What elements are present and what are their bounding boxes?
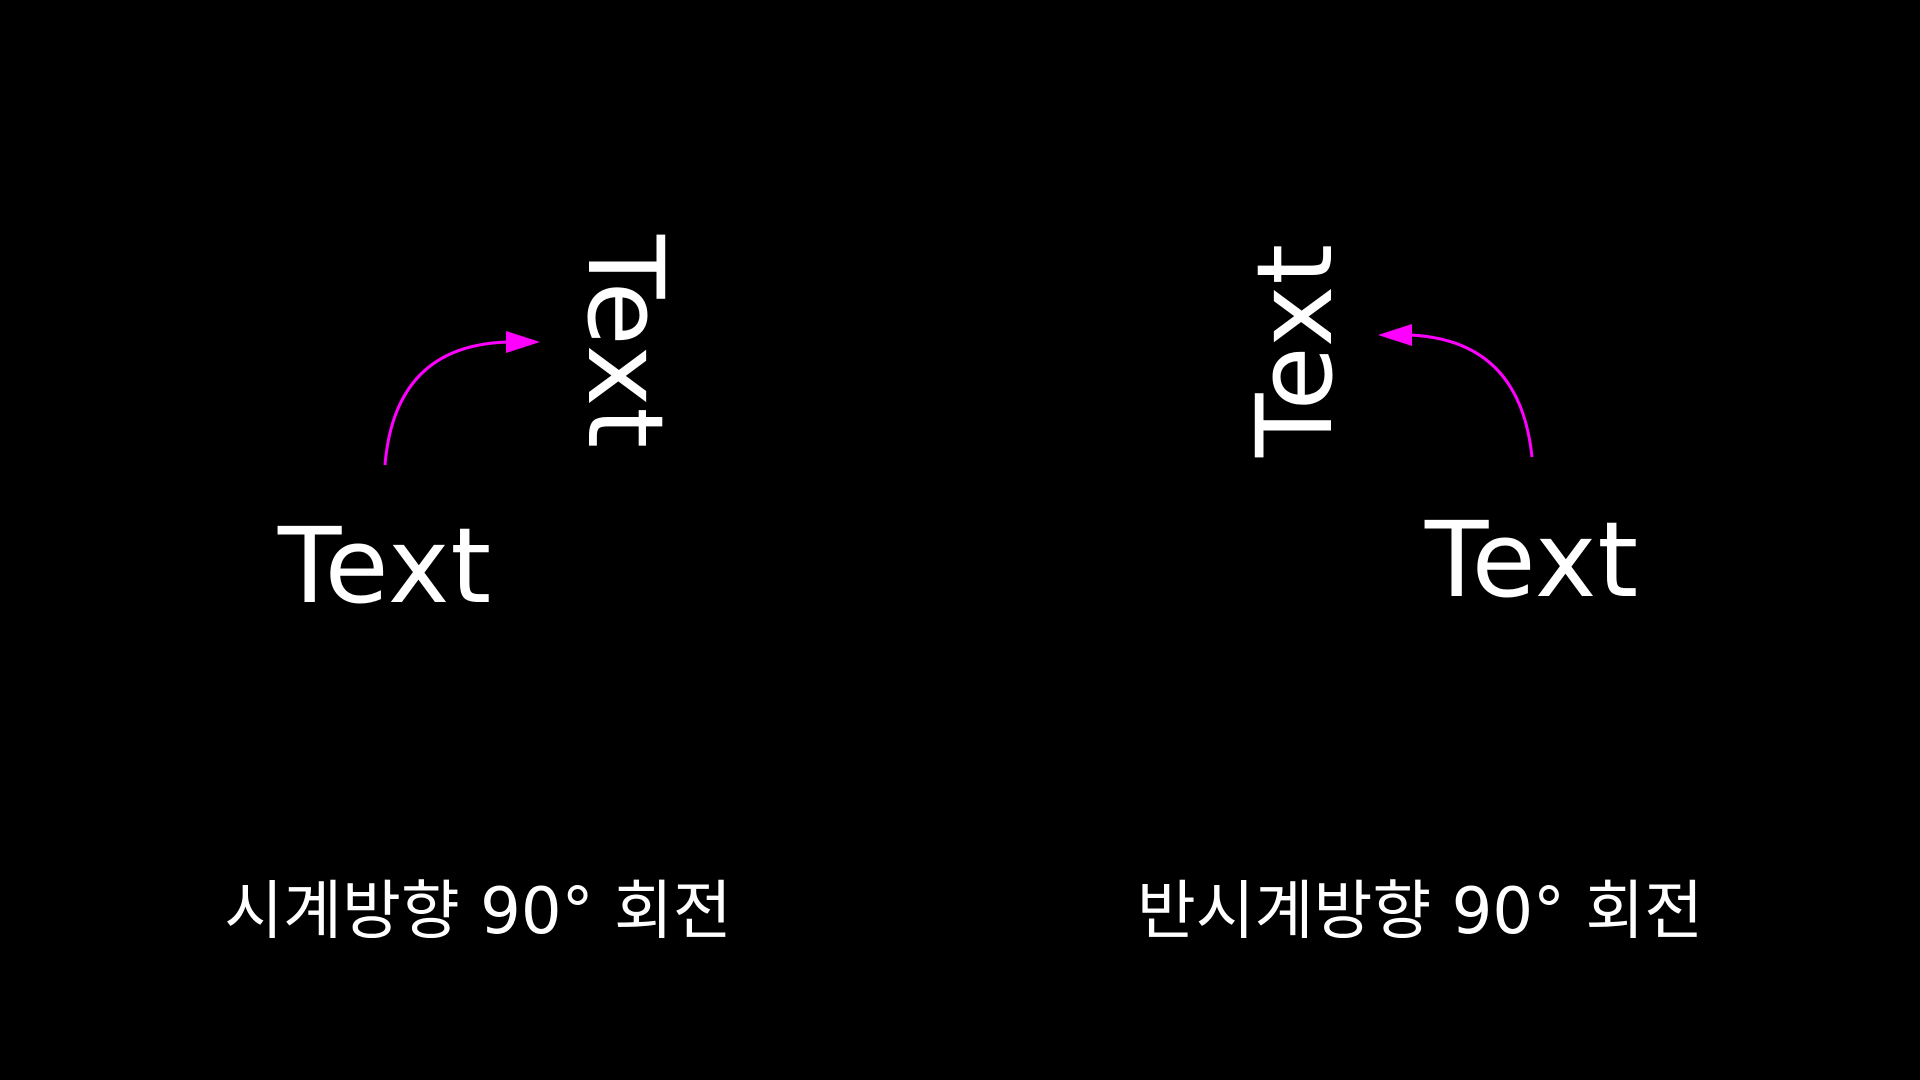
clockwise-panel: Text Text 시계방향 90° 회전 (224, 235, 732, 949)
clockwise-arrow-path (383, 340, 509, 466)
caption-clockwise: 시계방향 90° 회전 (224, 875, 732, 949)
clockwise-arrowhead (506, 331, 540, 353)
horizontal-text-clockwise: Text (277, 505, 493, 627)
counterclockwise-arrowhead (1378, 324, 1412, 346)
horizontal-text-counterclockwise: Text (1424, 499, 1640, 621)
caption-counterclockwise: 반시계방향 90° 회전 (1136, 875, 1704, 949)
counterclockwise-panel: Text Text 반시계방향 90° 회전 (960, 0, 1920, 1080)
clockwise-arrow-icon (383, 331, 540, 466)
counterclockwise-arrow-path (1409, 333, 1534, 458)
counterclockwise-arrow-icon (1378, 324, 1534, 458)
